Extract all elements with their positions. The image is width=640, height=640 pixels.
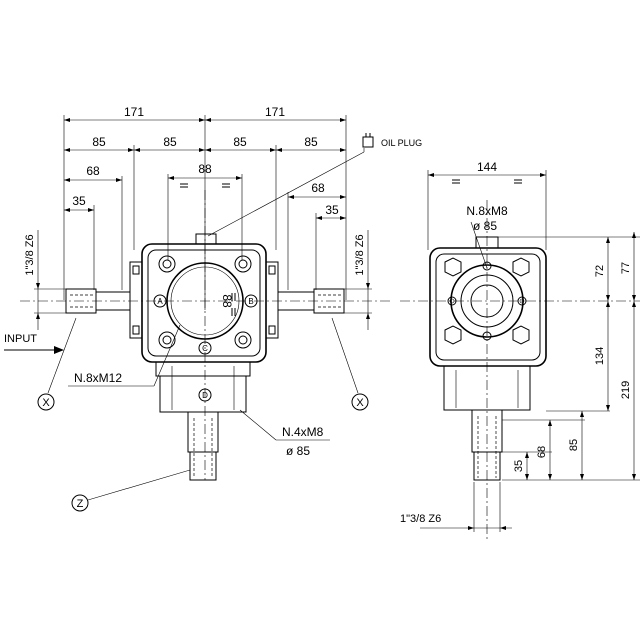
marker-b-label: B xyxy=(248,297,253,306)
side-shaft-dim: 1"3/8 Z6 xyxy=(400,482,512,532)
dim-68-35-right: 68 35 xyxy=(287,181,346,290)
gearbox-housing: 88 xyxy=(20,190,392,480)
input-arrow: INPUT xyxy=(4,333,64,354)
side-219-label: 219 xyxy=(620,381,632,399)
side-vertical-dims: 72 77 134 219 85 68 xyxy=(502,232,640,481)
dim-85-row: 85 85 85 85 xyxy=(64,135,346,250)
dim-85-b-label: 85 xyxy=(163,135,177,149)
bolts-m12-label: N.8xM12 xyxy=(74,371,122,385)
dim-171-left-label: 171 xyxy=(124,105,144,119)
marker-x-left: X xyxy=(37,317,77,411)
right-shaft xyxy=(277,288,345,314)
shaft-right-label: 1"3/8 Z6 xyxy=(354,234,366,275)
oil-plug-label: OIL PLUG xyxy=(381,138,422,148)
side-view: 144 N.8xM8 ø 85 xyxy=(400,160,640,540)
dim-171: 171 171 xyxy=(63,105,347,310)
dim-171-right-label: 171 xyxy=(265,105,285,119)
marker-z-label: Z xyxy=(77,498,84,510)
side-35-label: 35 xyxy=(513,460,525,472)
side-134-label: 134 xyxy=(594,347,606,365)
side-68-label: 68 xyxy=(536,446,548,458)
marker-x-left-label: X xyxy=(42,397,50,409)
marker-d-label: D xyxy=(202,391,208,400)
marker-a: A xyxy=(153,294,167,308)
marker-d: D xyxy=(198,388,212,402)
bottom-output xyxy=(155,361,251,481)
marker-x-right: X xyxy=(331,317,369,411)
dim-shaft-right: 1"3/8 Z6 xyxy=(330,230,372,330)
dim-85-a-label: 85 xyxy=(92,135,106,149)
dim-85-d-label: 85 xyxy=(304,135,318,149)
marker-c: C xyxy=(198,341,212,355)
marker-c-label: C xyxy=(202,344,208,353)
side-bolts-dia-label: ø 85 xyxy=(473,219,497,233)
dim-68-35-left: 68 35 xyxy=(64,164,123,290)
input-label: INPUT xyxy=(4,333,37,345)
marker-a-label: A xyxy=(157,297,163,306)
marker-b: B xyxy=(244,294,258,308)
shaft-left-label: 1"3/8 Z6 xyxy=(24,234,36,275)
dim-88-top-label: 88 xyxy=(198,162,212,176)
dim-88-top: 88 xyxy=(167,162,243,260)
dim-shaft-left: 1"3/8 Z6 xyxy=(24,230,76,330)
side-72-label: 72 xyxy=(594,265,606,277)
left-shaft xyxy=(65,288,131,314)
side-77-label: 77 xyxy=(620,262,632,274)
side-shaft-label: 1"3/8 Z6 xyxy=(400,513,441,525)
side-bolts-callout: N.8xM8 ø 85 xyxy=(466,204,508,269)
dim-85-c-label: 85 xyxy=(233,135,247,149)
bolts-m8-label: N.4xM8 xyxy=(282,425,324,439)
bolts-m12-callout: N.8xM12 xyxy=(68,324,181,387)
dim-68-left-label: 68 xyxy=(86,164,100,178)
dim-35-left-label: 35 xyxy=(72,194,86,208)
dim-68-right-label: 68 xyxy=(311,181,325,195)
dim-35-right-label: 35 xyxy=(325,203,339,217)
dim-144: 144 xyxy=(427,160,547,250)
dim-144-label: 144 xyxy=(477,160,497,174)
side-bolts-label: N.8xM8 xyxy=(466,204,508,218)
marker-z: Z xyxy=(71,469,191,512)
oil-plug-callout: OIL PLUG xyxy=(207,133,422,237)
side-85-label: 85 xyxy=(568,439,580,451)
marker-x-right-label: X xyxy=(356,397,364,409)
side-bottom-output xyxy=(443,365,531,481)
side-housing xyxy=(400,200,640,540)
bolts-m8-callout: N.4xM8 ø 85 xyxy=(239,409,330,458)
bolts-m8-dia-label: ø 85 xyxy=(286,444,310,458)
front-view: 171 171 85 85 85 85 xyxy=(4,105,422,512)
